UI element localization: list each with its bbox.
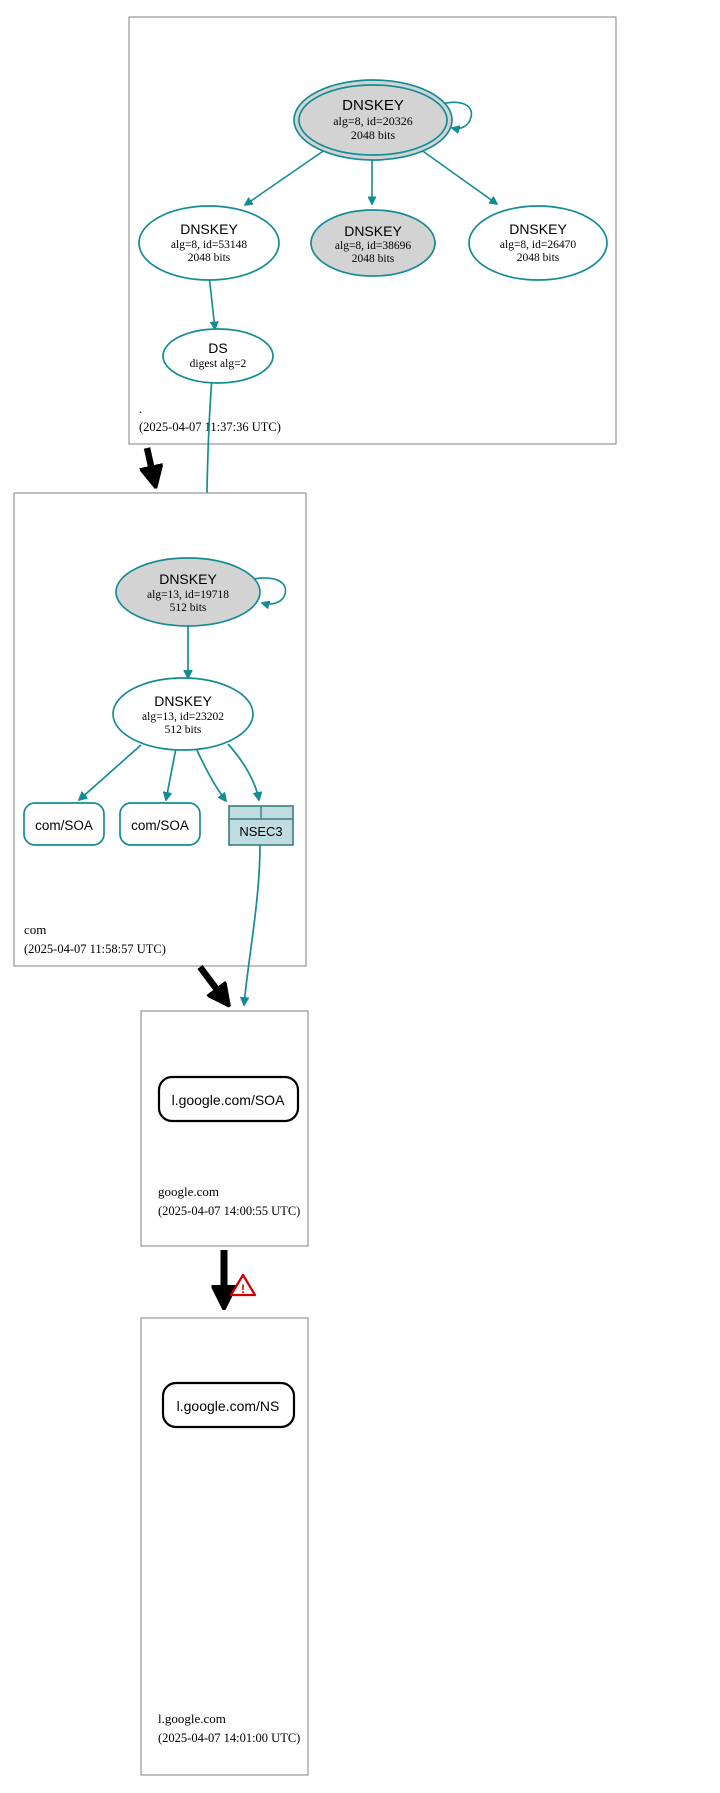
node-com-soa-1-label: com/SOA: [35, 818, 93, 833]
edge-root-ksk-to-26470: [416, 146, 497, 204]
node-com-soa-1[interactable]: com/SOA: [23, 802, 105, 846]
node-com-soa-2-label: com/SOA: [131, 818, 189, 833]
node-com-zsk-size: 512 bits: [165, 724, 202, 736]
zone-com-timestamp: (2025-04-07 11:58:57 UTC): [24, 942, 166, 956]
node-lgoogle-ns-box: [161, 1381, 296, 1429]
node-lgoogle-soa-box: [157, 1075, 300, 1123]
edge-com-zsk-to-nsec3-a: [195, 747, 226, 801]
edge-53148-to-ds: [208, 274, 215, 329]
zone-l-google-com-title: l.google.com: [158, 1711, 226, 1726]
node-com-nsec3-label: NSEC3: [239, 824, 282, 839]
node-root-dnskey-53148-ellipse: [138, 205, 280, 281]
edge-root-to-com-delegation: [147, 447, 155, 484]
warning-triangle-shape: [229, 1273, 257, 1297]
warning-triangle-symbol: !: [241, 1282, 245, 1296]
zone-google-com-title: google.com: [158, 1184, 219, 1199]
node-com-ksk[interactable]: DNSKEY alg=13, id=19718 512 bits: [115, 557, 261, 627]
node-com-soa-2[interactable]: com/SOA: [119, 802, 201, 846]
node-com-ksk-alg: alg=13, id=19718: [147, 589, 229, 601]
node-com-soa-1-box: [23, 802, 105, 846]
node-lgoogle-ns-label: l.google.com/NS: [177, 1398, 280, 1414]
node-root-dnskey-38696-ellipse: [310, 209, 436, 277]
node-root-dnskey-38696[interactable]: DNSKEY alg=8, id=38696 2048 bits: [310, 209, 436, 277]
edge-com-zsk-to-soa-2: [166, 747, 177, 800]
node-com-ksk-ellipse: [115, 557, 261, 627]
node-com-zsk-alg: alg=13, id=23202: [142, 711, 224, 723]
node-lgoogle-soa[interactable]: l.google.com/SOA: [157, 1075, 300, 1123]
node-com-zsk[interactable]: DNSKEY alg=13, id=23202 512 bits: [112, 677, 254, 751]
edge-com-ksk-self-sign: [252, 577, 287, 604]
node-root-dnskey-26470-alg: alg=8, id=26470: [500, 239, 576, 251]
node-root-ds-ellipse: [162, 328, 274, 384]
node-root-dnskey-26470-title: DNSKEY: [509, 221, 567, 237]
node-root-dnskey-26470-size: 2048 bits: [517, 252, 560, 264]
zone-l-google-com-timestamp: (2025-04-07 14:01:00 UTC): [158, 1731, 300, 1745]
node-com-ksk-title: DNSKEY: [159, 571, 217, 587]
node-root-dnskey-38696-size: 2048 bits: [352, 253, 395, 265]
node-com-zsk-ellipse: [112, 677, 254, 751]
node-com-ksk-size: 512 bits: [170, 602, 207, 614]
zone-google-com-timestamp: (2025-04-07 14:00:55 UTC): [158, 1204, 300, 1218]
node-root-ds-digest: digest alg=2: [190, 358, 247, 370]
edge-com-zsk-to-soa-1: [79, 744, 142, 800]
node-root-ksk[interactable]: DNSKEY alg=8, id=20326 2048 bits: [293, 79, 453, 161]
node-root-ksk-inner-ellipse: [298, 84, 448, 156]
node-lgoogle-ns[interactable]: l.google.com/NS: [161, 1381, 296, 1429]
edge-root-ksk-to-53148: [245, 146, 330, 205]
node-root-ksk-alg: alg=8, id=20326: [333, 114, 413, 128]
node-root-dnskey-53148[interactable]: DNSKEY alg=8, id=53148 2048 bits: [138, 205, 280, 281]
zone-google-com: google.com (2025-04-07 14:00:55 UTC): [140, 1010, 309, 1247]
node-root-ksk-size: 2048 bits: [351, 128, 396, 142]
node-root-dnskey-26470[interactable]: DNSKEY alg=8, id=26470 2048 bits: [468, 205, 608, 281]
node-root-ds[interactable]: DS digest alg=2: [162, 328, 274, 384]
zone-root-title: .: [139, 401, 142, 416]
edge-nsec3-to-google-com: [244, 844, 261, 1005]
node-root-ksk-title: DNSKEY: [342, 97, 404, 114]
warning-triangle-icon[interactable]: !: [229, 1273, 257, 1297]
node-root-dnskey-26470-ellipse: [468, 205, 608, 281]
node-com-soa-2-box: [119, 802, 201, 846]
edge-com-zsk-to-nsec3-b: [227, 743, 259, 800]
node-com-nsec3[interactable]: NSEC3: [228, 805, 294, 846]
node-com-nsec3-box: [228, 805, 294, 846]
node-root-dnskey-38696-title: DNSKEY: [344, 223, 402, 239]
zone-google-com-border: [140, 1010, 309, 1247]
node-lgoogle-soa-label: l.google.com/SOA: [172, 1092, 285, 1108]
zone-com-title: com: [24, 922, 46, 937]
edge-com-to-google-delegation: [197, 965, 227, 1003]
node-root-dnskey-38696-alg: alg=8, id=38696: [335, 240, 411, 252]
node-root-dnskey-53148-title: DNSKEY: [180, 221, 238, 237]
edge-root-ksk-self-sign: [437, 101, 473, 128]
node-root-ds-title: DS: [208, 340, 227, 356]
zone-root-timestamp: (2025-04-07 11:37:36 UTC): [139, 420, 281, 434]
node-root-dnskey-53148-alg: alg=8, id=53148: [171, 239, 247, 251]
node-root-dnskey-53148-size: 2048 bits: [188, 252, 231, 264]
node-com-zsk-title: DNSKEY: [154, 693, 212, 709]
